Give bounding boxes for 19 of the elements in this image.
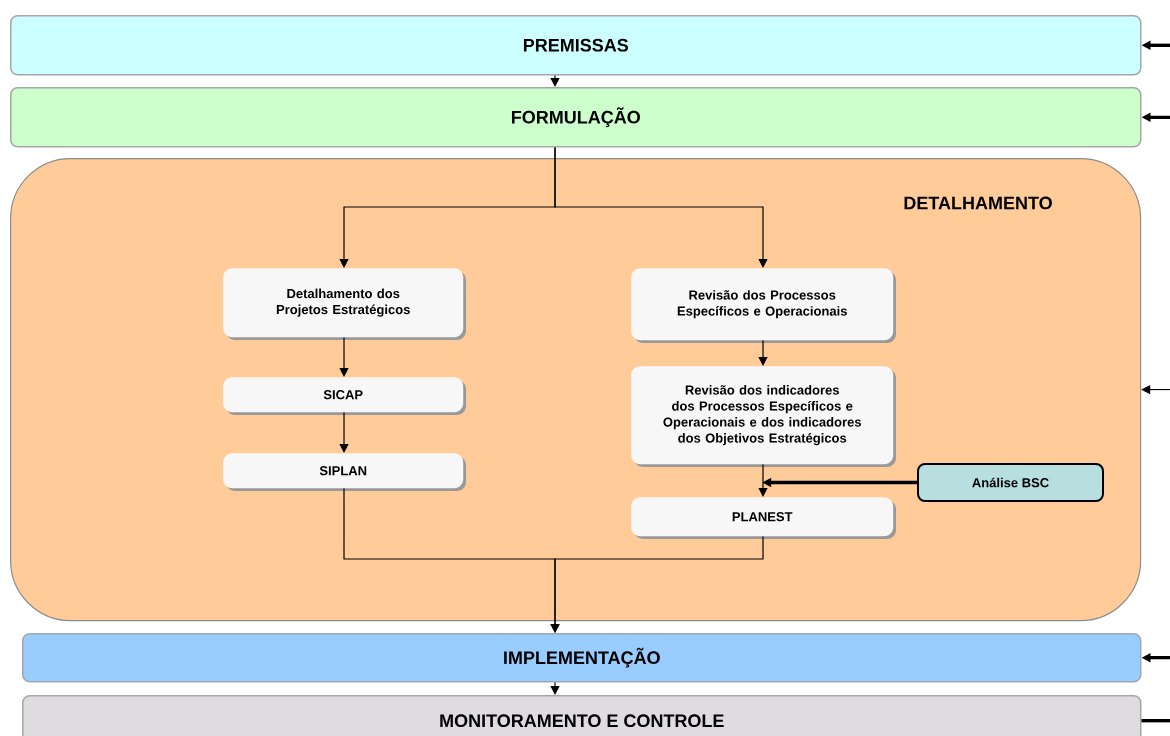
arrow bbox=[550, 535, 764, 633]
arrow bbox=[339, 411, 349, 453]
process-box: SIPLAN bbox=[223, 453, 466, 491]
arrow bbox=[339, 336, 349, 377]
arrow bbox=[550, 74, 560, 87]
arrow bbox=[554, 146, 768, 268]
stage-band: FORMULAÇÃO bbox=[10, 87, 1142, 148]
stage-band: MONITORAMENTO E CONTROLE bbox=[22, 695, 1142, 736]
stage-band: PREMISSAS bbox=[10, 15, 1142, 76]
arrow bbox=[758, 463, 768, 497]
process-box: PLANEST bbox=[631, 497, 896, 539]
process-box: Detalhamento dos Projetos Estratégicos bbox=[223, 268, 466, 340]
analysis-box: Análise BSC bbox=[917, 463, 1104, 502]
arrow bbox=[758, 339, 768, 366]
process-box: Revisão dos Processos Específicos e Operacionais bbox=[631, 268, 896, 343]
arrow bbox=[550, 681, 560, 695]
stage-band: IMPLEMENTAÇÃO bbox=[22, 633, 1142, 683]
process-box: SICAP bbox=[223, 377, 466, 415]
process-box: Revisão dos indicadores dos Processos Específicos e Operacionais e dos indicadores dos Objetivos Estratégicos bbox=[631, 366, 896, 467]
